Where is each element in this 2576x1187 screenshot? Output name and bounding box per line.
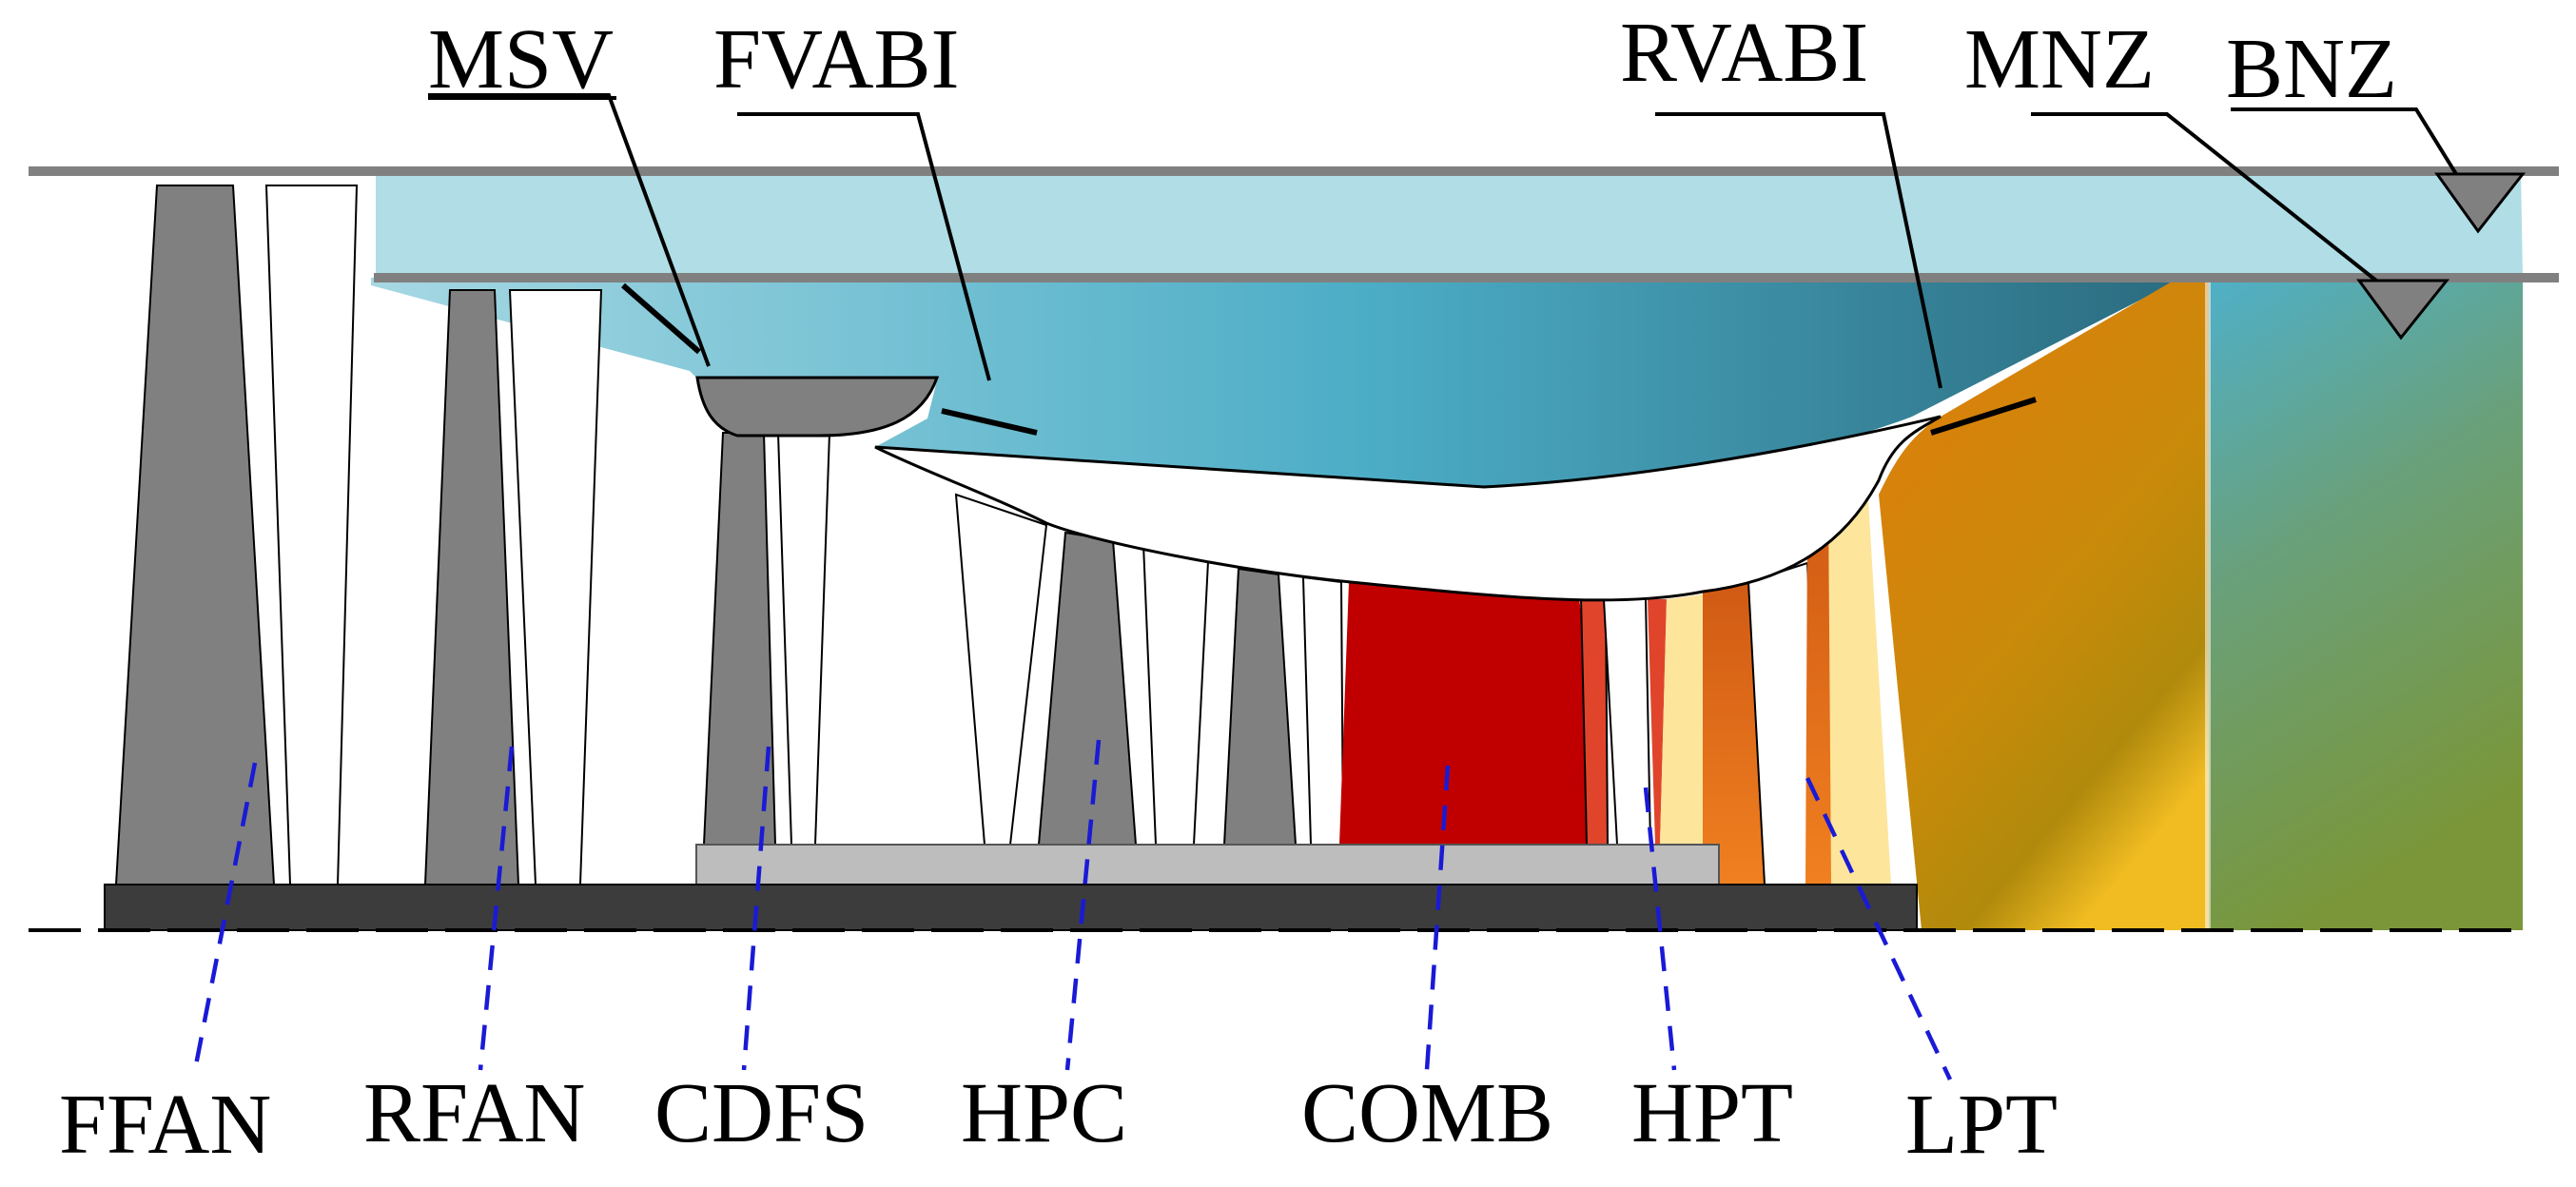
nozzle-region — [2209, 278, 2523, 930]
ffan-leader — [192, 762, 258, 1071]
fvabi-flap — [941, 408, 1038, 436]
fvabi-label: FVABI — [713, 12, 959, 107]
hpc-blade-1 — [1037, 531, 1138, 846]
lpt-leader — [1805, 777, 1953, 1080]
hpc-vane-2 — [1142, 542, 1210, 846]
outer-bypass-duct — [376, 171, 2523, 278]
lpt-label: LPT — [1905, 1078, 2058, 1172]
cdfs-label: CDFS — [654, 1066, 868, 1160]
main-shaft — [104, 884, 1918, 931]
cdfs-blade — [702, 432, 777, 846]
hpt-leader — [1643, 787, 1677, 1071]
combustor — [1339, 582, 1608, 845]
mixer-region — [1879, 278, 2209, 930]
lpt-blade-1 — [1703, 582, 1765, 885]
hpt-stator — [1648, 599, 1667, 845]
rfan-label: RFAN — [363, 1066, 585, 1160]
bnz-leader — [2231, 107, 2458, 176]
cdfs-leader — [741, 746, 771, 1071]
ffan-label: FFAN — [59, 1078, 271, 1172]
rvabi-leader — [1655, 112, 1942, 389]
hpc-label: HPC — [961, 1066, 1127, 1160]
hpt-blade — [1602, 598, 1652, 846]
fvabi-leader — [737, 112, 991, 381]
lpt-yellow — [1828, 466, 1891, 885]
comb-label: COMB — [1301, 1066, 1553, 1160]
bypass-duct — [371, 278, 2178, 487]
rvabi-label: RVABI — [1620, 6, 1868, 100]
rfan-blade — [423, 289, 520, 885]
hpt-vane — [1579, 595, 1610, 846]
hpc-leader — [1064, 739, 1102, 1071]
mnz-marker — [2356, 279, 2450, 341]
core-cowl — [874, 415, 1942, 602]
ffan-vane — [264, 185, 359, 885]
hpt-yellow — [1660, 594, 1703, 845]
hpc-blade-2 — [1222, 567, 1298, 846]
mnz-label: MNZ — [1964, 12, 2155, 107]
msv-leader — [428, 93, 711, 367]
mnz-leader — [2031, 112, 2378, 282]
rvabi-flap — [1930, 397, 2037, 436]
cdfs-vane — [776, 432, 831, 846]
comb-leader — [1424, 765, 1451, 1071]
hpt-label: HPT — [1631, 1066, 1793, 1160]
rfan-vane — [508, 289, 603, 885]
hpc-vane-3 — [1301, 575, 1345, 846]
hp-spool — [695, 844, 1720, 885]
bnz-label: BNZ — [2226, 22, 2397, 116]
msv-splitter — [695, 376, 940, 438]
msv-stub — [621, 282, 701, 355]
bnz-marker — [2434, 172, 2527, 234]
hpc-vane-1 — [954, 493, 1048, 846]
msv-label: MSV — [428, 12, 614, 107]
rfan-leader — [478, 746, 515, 1071]
